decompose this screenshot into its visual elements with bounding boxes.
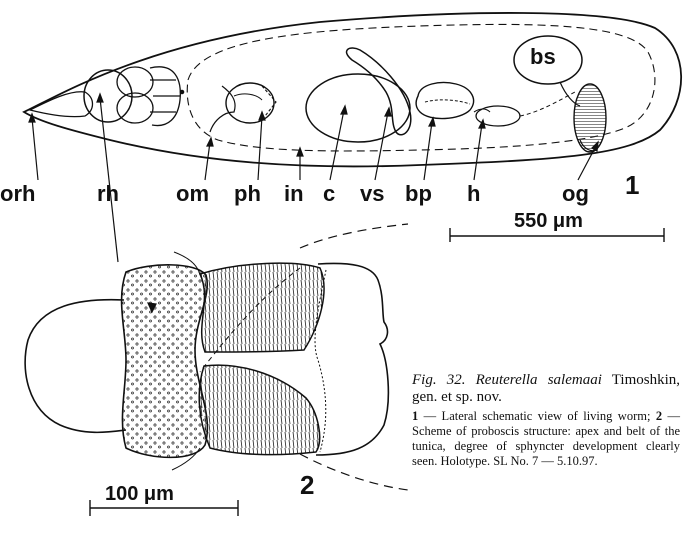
label-c: c xyxy=(323,181,336,206)
caption-title: Fig. 32. Reuterella salemaai Timoshkin, … xyxy=(412,372,680,406)
figure-caption: Fig. 32. Reuterella salemaai Timoshkin, … xyxy=(412,372,680,469)
label-rh: rh xyxy=(97,181,119,206)
organ-c xyxy=(305,73,411,143)
scale-bar-1 xyxy=(449,228,665,242)
label-vs: vs xyxy=(360,181,385,206)
figure2-number: 2 xyxy=(300,470,315,500)
label-og: og xyxy=(562,181,589,206)
scale-bar-1-label: 550 μm xyxy=(514,210,583,232)
worm-body-outline xyxy=(22,12,683,168)
bulbus-penis xyxy=(415,81,475,120)
intestine-dashed xyxy=(299,223,409,249)
caption-fig-label: Fig. 32. xyxy=(412,372,466,388)
label-bp: bp xyxy=(405,181,432,206)
label-ph: ph xyxy=(234,181,261,206)
proboscis-segment-2 xyxy=(116,66,154,98)
figure1-number: 1 xyxy=(625,170,640,200)
caption-authority: Timoshkin, gen. et sp. nov. xyxy=(412,372,680,405)
vaginal-sphincter xyxy=(573,83,607,153)
proboscis-body-right xyxy=(315,262,390,456)
sphincter-upper xyxy=(198,262,325,353)
scale-bar-2 xyxy=(89,500,239,516)
caption-part1-text: — Lateral schematic view of living worm; xyxy=(423,409,651,423)
scale-bar-2-label: 100 μm xyxy=(105,483,174,505)
label-bs: bs xyxy=(530,44,556,69)
seminal-vesicle xyxy=(345,47,412,136)
mouth-opening xyxy=(209,85,236,133)
sphincter-lower xyxy=(198,364,321,456)
proboscis-apex xyxy=(28,91,94,118)
tunica-belt xyxy=(120,264,209,459)
label-om: om xyxy=(176,181,209,206)
intestine-outline xyxy=(186,23,656,152)
proboscis-structure xyxy=(24,223,409,491)
pharynx xyxy=(225,82,275,124)
worm-lateral-view xyxy=(22,12,683,168)
fig1-leader-lines xyxy=(28,92,599,263)
bursa-seminalis xyxy=(513,35,583,85)
caption-part2-number: 2 xyxy=(655,409,663,423)
caption-species: Reuterella salemaai xyxy=(475,372,602,388)
proboscis-segment-1 xyxy=(83,69,133,123)
label-h: h xyxy=(467,181,481,206)
proboscis-tip xyxy=(24,298,127,434)
caption-body: 1 — Lateral schematic view of living wor… xyxy=(412,409,680,469)
caption-part1-number: 1 xyxy=(412,409,419,423)
proboscis-segment-3 xyxy=(116,92,154,124)
proboscis-segment-4 xyxy=(149,66,181,127)
label-orh: orh xyxy=(0,181,36,206)
label-in: in xyxy=(284,181,304,206)
caption-part2-text: — Scheme of proboscis structure: apex an… xyxy=(412,409,681,468)
